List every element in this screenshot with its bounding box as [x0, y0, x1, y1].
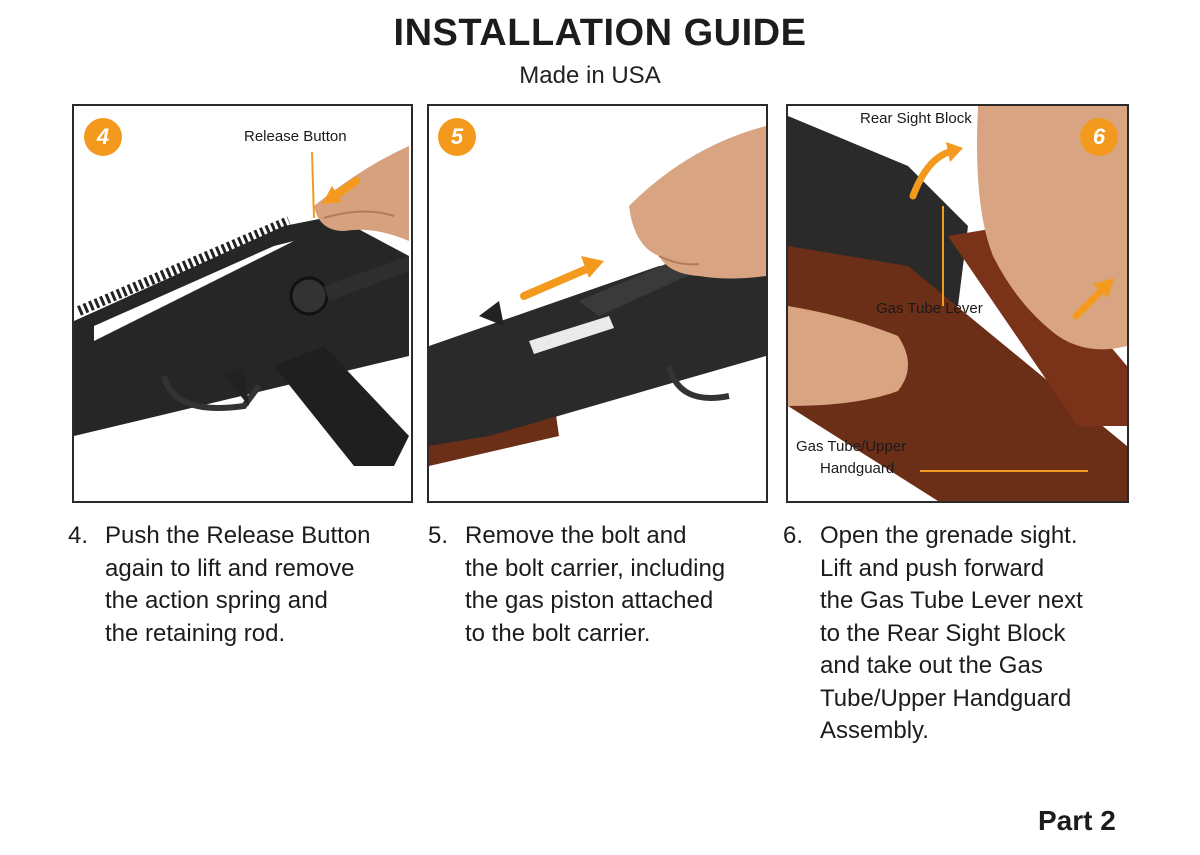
release-button-callout: Release Button — [244, 128, 347, 145]
step-6-photo: 6 Rear Sight Block Gas Tube Lever Gas Tu… — [786, 104, 1129, 503]
rifle-receiver-illustration — [74, 146, 409, 466]
step-4-line: the action spring and — [105, 587, 328, 614]
step-6-line: Assembly. — [820, 717, 929, 744]
part-label: Part 2 — [1038, 805, 1116, 836]
handguard-callout: Handguard — [820, 460, 895, 477]
step-6-line: Lift and push forward — [820, 554, 1045, 582]
step-4-number: 4. — [68, 522, 89, 549]
step-5-photo: 5 — [427, 104, 768, 503]
step-5-line: Remove the bolt and — [465, 522, 687, 549]
step-6-badge: 6 — [1080, 118, 1118, 156]
step-5-number: 5. — [428, 522, 449, 549]
step-6-instructions: 6. Open the grenade sight. Lift and push… — [783, 520, 1143, 750]
step-4-line: Push the Release Button — [105, 522, 371, 549]
step-4-photo: 4 Release Button — [72, 104, 413, 503]
step-4-instructions: 4. Push the Release Button again to lift… — [68, 520, 418, 660]
step-5-instructions: 5. Remove the bolt and the bolt carrier,… — [428, 520, 778, 660]
step-5-line: to the bolt carrier. — [465, 619, 651, 647]
step-4-badge: 4 — [84, 118, 122, 156]
step-4-line: again to lift and remove — [105, 554, 355, 582]
step-5-line: the gas piston attached — [465, 587, 714, 614]
page-title: INSTALLATION GUIDE — [393, 12, 807, 54]
page-subtitle: Made in USA — [519, 62, 661, 89]
step-6-line: to the Rear Sight Block — [820, 619, 1066, 647]
step-6-line: the Gas Tube Lever next — [820, 587, 1083, 614]
rifle-handguard-illustration — [788, 106, 1127, 501]
gas-tube-lever-callout: Gas Tube Lever — [876, 300, 983, 317]
step-6-line: Open the grenade sight. — [820, 522, 1078, 549]
step-5-badge: 5 — [438, 118, 476, 156]
step-4-line: the retaining rod. — [105, 619, 286, 647]
step-6-line: Tube/Upper Handguard — [820, 684, 1072, 712]
rear-sight-block-callout: Rear Sight Block — [860, 110, 972, 127]
step-6-line: and take out the Gas — [820, 652, 1043, 679]
gas-tube-upper-callout: Gas Tube/Upper — [796, 438, 907, 455]
step-5-line: the bolt carrier, including — [465, 554, 726, 582]
rifle-bolt-illustration — [429, 126, 766, 466]
step-6-number: 6. — [783, 522, 804, 549]
